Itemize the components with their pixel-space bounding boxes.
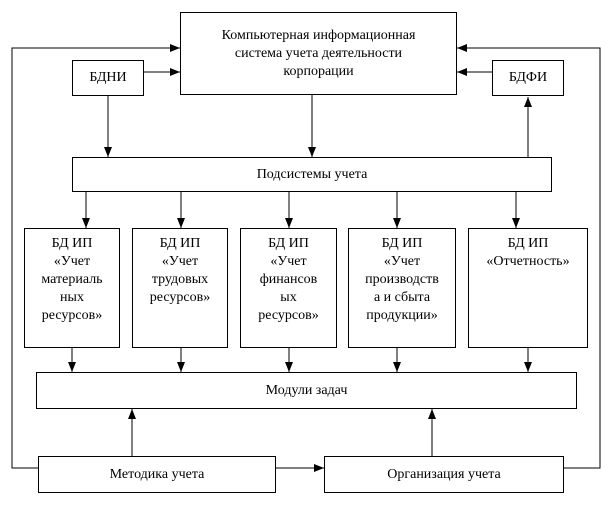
db-materials-line-1: БД ИП xyxy=(51,236,93,251)
db-production-line-5: продукции» xyxy=(366,308,438,323)
db-finance-line-4: ых xyxy=(280,290,297,305)
bdfi-box: БДФИ xyxy=(492,60,564,96)
db-reporting-line-1: БД ИП xyxy=(507,236,549,251)
bdni-box: БДНИ xyxy=(72,60,144,96)
db-finance-line-1: БД ИП xyxy=(268,236,309,251)
arrow-methodology-loop xyxy=(11,44,180,469)
db-materials-box: БД ИП «Учет материаль ных ресурсов» xyxy=(24,228,120,348)
main-system-line-1: Компьютерная информационная xyxy=(221,27,416,43)
bdni-label: БДНИ xyxy=(89,70,127,85)
db-materials-line-4: ных xyxy=(60,290,84,305)
arrow-organization-loop xyxy=(457,44,601,469)
db-finance-line-5: ресурсов» xyxy=(258,308,319,323)
db-labor-line-1: БД ИП xyxy=(159,236,201,251)
db-production-box: БД ИП «Учет производств а и сбыта продук… xyxy=(348,228,456,348)
subsystems-label: Подсистемы учета xyxy=(256,166,368,182)
db-materials-line-3: материаль xyxy=(41,272,103,287)
task-modules-box: Модули задач xyxy=(36,372,577,409)
db-production-line-3: производств xyxy=(365,272,439,287)
bdfi-label: БДФИ xyxy=(508,70,548,85)
main-system-line-3: корпорации xyxy=(283,63,354,79)
db-finance-box: БД ИП «Учет финансов ых ресурсов» xyxy=(240,228,337,348)
methodology-box: Методика учета xyxy=(38,456,276,493)
db-finance-line-2: «Учет xyxy=(270,254,307,269)
task-modules-label: Модули задач xyxy=(265,382,348,398)
db-labor-line-2: «Учет xyxy=(161,254,199,269)
db-finance-line-3: финансов xyxy=(259,272,318,287)
db-production-line-2: «Учет xyxy=(383,254,421,269)
organization-label: Организация учета xyxy=(387,466,501,482)
organization-box: Организация учета xyxy=(324,456,564,493)
main-system-line-2: система учета деятельности xyxy=(234,45,403,61)
db-labor-box: БД ИП «Учет трудовых ресурсов» xyxy=(132,228,228,348)
db-production-line-1: БД ИП xyxy=(381,236,423,251)
db-materials-line-5: ресурсов» xyxy=(41,308,103,323)
db-production-line-4: а и сбыта xyxy=(373,290,431,305)
db-labor-line-4: ресурсов» xyxy=(149,290,211,305)
main-system-box: Компьютерная информационная система учет… xyxy=(180,12,457,95)
db-reporting-line-2: «Отчетность» xyxy=(486,254,570,269)
db-reporting-box: БД ИП «Отчетность» xyxy=(468,228,588,348)
db-labor-line-3: трудовых xyxy=(151,272,209,287)
methodology-label: Методика учета xyxy=(109,466,205,482)
db-materials-line-2: «Учет xyxy=(53,254,91,269)
subsystems-box: Подсистемы учета xyxy=(72,157,552,192)
